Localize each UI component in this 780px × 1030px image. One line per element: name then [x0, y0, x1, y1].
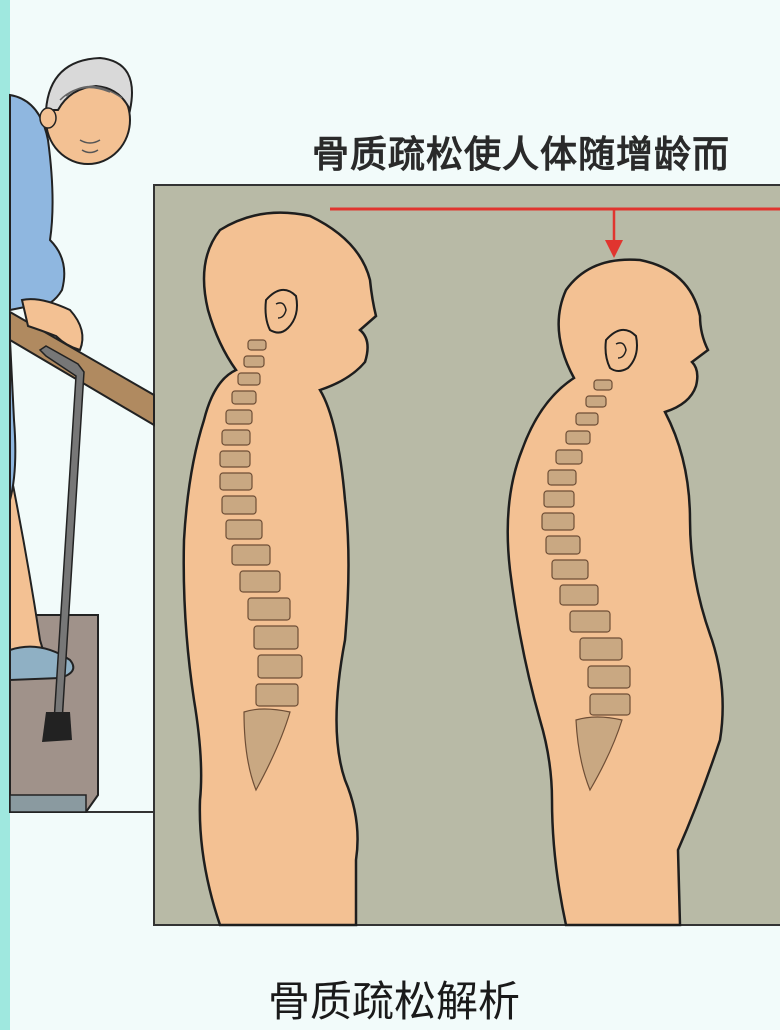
headline-text: 骨质疏松使人体随增龄而	[312, 124, 730, 178]
woman-leg	[10, 470, 46, 668]
upright-figure	[184, 213, 376, 925]
elderly-woman-illustration	[10, 58, 154, 812]
step-shadow	[10, 795, 86, 812]
caption-text: 骨质疏松解析	[268, 968, 520, 1029]
